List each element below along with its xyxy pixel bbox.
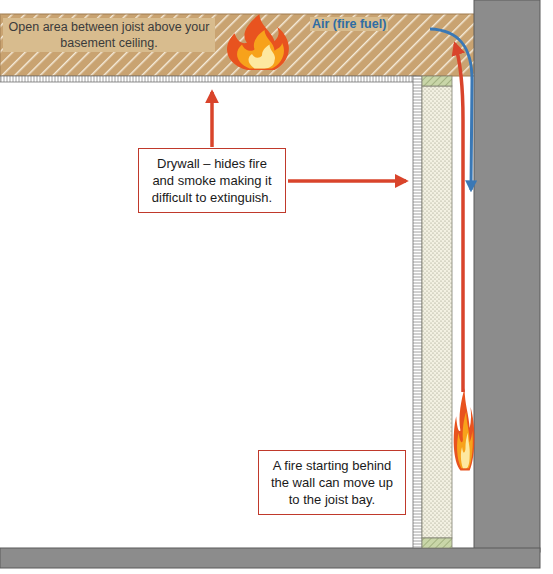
foundation-wall (474, 0, 540, 552)
callout-text: Drywall – hides fire and smoke making it… (145, 155, 279, 206)
joist-bay-area: Open area between joist above your basem… (0, 14, 475, 76)
floor-slab (0, 548, 540, 568)
callout-box: A fire starting behind the wall can move… (258, 450, 406, 515)
callout-box: Drywall – hides fire and smoke making it… (138, 148, 286, 213)
fire-icon (454, 388, 475, 471)
insulation (422, 86, 452, 538)
wall-drywall (413, 76, 422, 548)
air-label: Air (fire fuel) (310, 17, 388, 31)
ceiling-drywall (0, 76, 416, 82)
joist-bay (0, 14, 475, 76)
leader-arrow (288, 179, 406, 183)
callout-text: A fire starting behind the wall can move… (265, 457, 399, 508)
leader-arrow (210, 92, 214, 147)
area-label: Open area between joist above your basem… (3, 18, 215, 52)
fire-spread-arrow (455, 44, 463, 392)
air-flow-arrow (430, 29, 472, 190)
fire-icon (227, 14, 289, 70)
top-plate (422, 76, 452, 86)
bottom-plate (422, 538, 452, 548)
